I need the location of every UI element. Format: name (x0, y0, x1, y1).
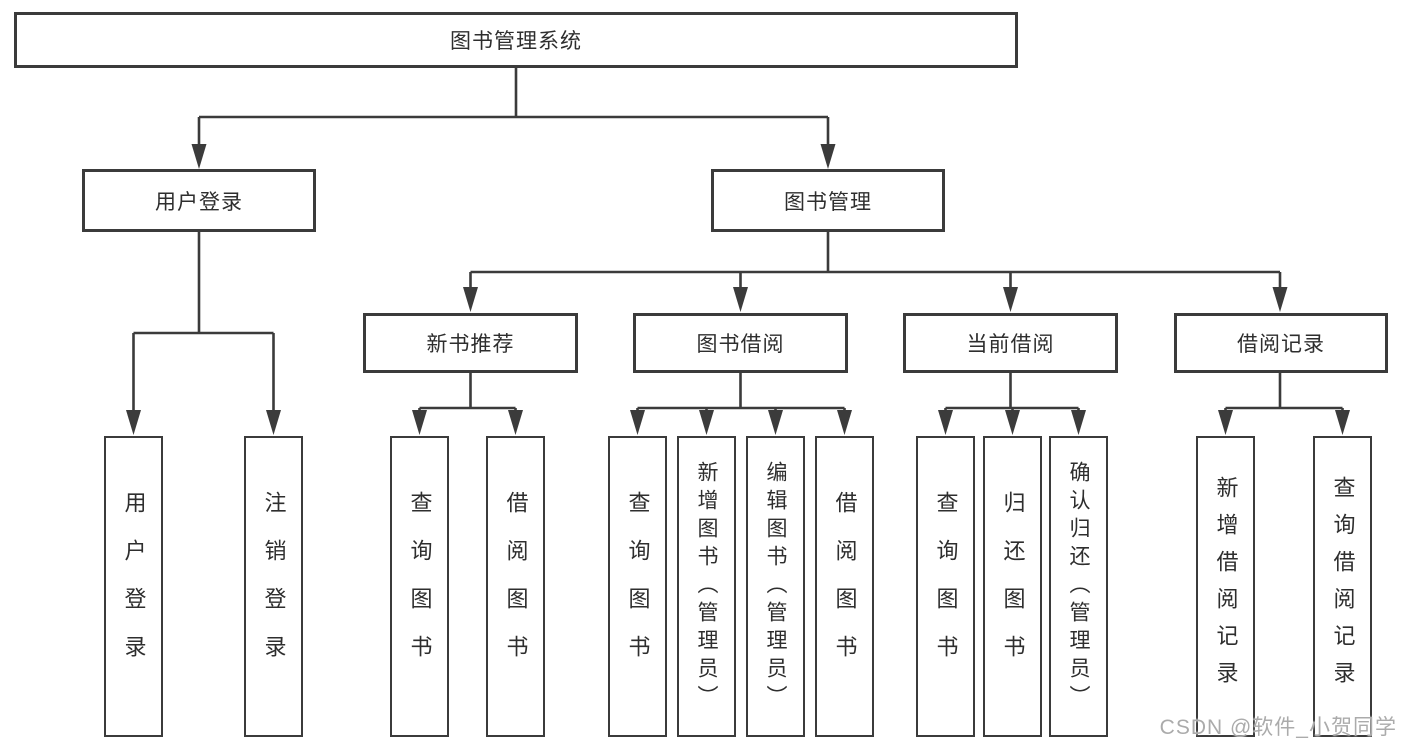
leaf-newrec-query-books: 查询图书 (390, 436, 449, 737)
leaf-borrow-borrow-books-label: 借阅图书 (832, 490, 858, 683)
connector-user-login-to-leaves (132, 231, 275, 416)
node-new-book-recommend-label: 新书推荐 (426, 333, 515, 356)
leaf-current-return-books-label: 归还图书 (1000, 490, 1026, 683)
arrowhead (837, 410, 852, 435)
node-root-label: 图书管理系统 (450, 30, 582, 53)
node-book-management-label: 图书管理 (784, 190, 872, 214)
leaf-records-add-record: 新增借阅记录 (1196, 436, 1255, 737)
leaf-borrow-edit-books-admin-label: 编辑图书（管理员） (764, 460, 787, 713)
arrowhead (1071, 410, 1086, 435)
arrowhead (820, 144, 836, 169)
node-book-borrowing: 图书借阅 (633, 313, 848, 373)
connector-root-to-level2 (197, 67, 830, 150)
arrowhead (463, 287, 478, 312)
leaf-records-query-record: 查询借阅记录 (1313, 436, 1372, 737)
arrowhead (412, 410, 427, 435)
leaf-current-confirm-return-admin: 确认归还（管理员） (1049, 436, 1108, 737)
connector-borrowing-records-to-leaves (1224, 373, 1344, 418)
leaf-user-login: 用户登录 (104, 436, 163, 737)
arrowhead (768, 410, 783, 435)
node-user-login: 用户登录 (82, 169, 316, 232)
node-borrowing-records: 借阅记录 (1174, 313, 1388, 373)
leaf-borrow-add-books-admin: 新增图书（管理员） (677, 436, 736, 737)
node-book-management: 图书管理 (711, 169, 945, 232)
node-root-system: 图书管理系统 (14, 12, 1018, 68)
leaf-current-query-books: 查询图书 (916, 436, 975, 737)
arrowhead (938, 410, 953, 435)
arrowhead (191, 144, 207, 169)
arrowhead (266, 410, 281, 435)
leaf-logout: 注销登录 (244, 436, 303, 737)
arrowhead (733, 287, 748, 312)
leaf-user-login-label: 用户登录 (121, 490, 147, 683)
node-borrowing-records-label: 借阅记录 (1237, 333, 1325, 356)
leaf-borrow-query-books-label: 查询图书 (625, 490, 651, 683)
leaf-borrow-add-books-admin-label: 新增图书（管理员） (695, 460, 718, 713)
leaf-newrec-borrow-books-label: 借阅图书 (503, 490, 529, 683)
node-new-book-recommend: 新书推荐 (363, 313, 578, 373)
leaf-records-add-record-label: 新增借阅记录 (1213, 475, 1239, 698)
leaf-newrec-borrow-books: 借阅图书 (486, 436, 545, 737)
node-book-borrowing-label: 图书借阅 (696, 333, 785, 356)
connector-book-management-to-level3 (469, 231, 1282, 294)
leaf-current-return-books: 归还图书 (983, 436, 1042, 737)
leaf-current-query-books-label: 查询图书 (933, 490, 959, 683)
leaf-borrow-edit-books-admin: 编辑图书（管理员） (746, 436, 805, 737)
arrowhead (1005, 410, 1020, 435)
leaf-newrec-query-books-label: 查询图书 (407, 490, 433, 683)
arrowhead (699, 410, 714, 435)
node-current-borrowing-label: 当前借阅 (966, 333, 1055, 356)
arrowhead (1003, 287, 1018, 312)
leaf-borrow-borrow-books: 借阅图书 (815, 436, 874, 737)
connector-new-book-recommend-to-leaves (418, 373, 517, 418)
connector-book-borrowing-to-leaves (636, 373, 846, 418)
arrowhead (126, 410, 141, 435)
leaf-logout-label: 注销登录 (261, 490, 287, 683)
arrowhead (630, 410, 645, 435)
arrowhead (1272, 287, 1288, 312)
node-user-login-label: 用户登录 (155, 190, 243, 214)
arrowhead (508, 410, 523, 435)
leaf-records-query-record-label: 查询借阅记录 (1330, 475, 1356, 698)
arrowhead (1218, 410, 1233, 435)
leaf-current-confirm-return-admin-label: 确认归还（管理员） (1067, 460, 1090, 713)
arrowhead (1335, 410, 1350, 435)
csdn-watermark: CSDN @软件_小贺同学 (1159, 716, 1397, 739)
leaf-borrow-query-books: 查询图书 (608, 436, 667, 737)
node-current-borrowing: 当前借阅 (903, 313, 1118, 373)
